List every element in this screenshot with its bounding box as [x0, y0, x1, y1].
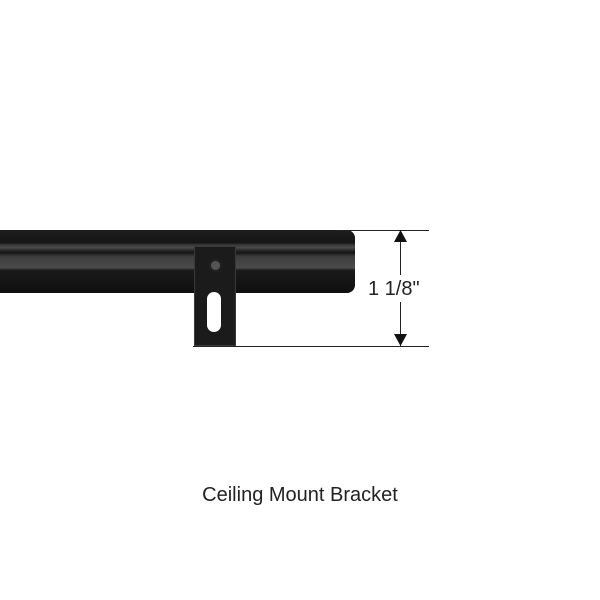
- dimension-arrow-upper: [400, 231, 401, 275]
- arrow-down-icon: [394, 334, 407, 346]
- dimension-arrow-lower: [400, 302, 401, 346]
- bracket-slot: [207, 292, 221, 332]
- dimension-top-line: [337, 230, 429, 231]
- dimension-bottom-line: [193, 346, 429, 347]
- product-caption: Ceiling Mount Bracket: [202, 484, 398, 506]
- dimension-label: 1 1/8": [368, 278, 420, 300]
- screw-icon: [209, 259, 222, 272]
- arrow-up-icon: [394, 230, 407, 242]
- ceiling-mount-bracket: [194, 246, 236, 346]
- curtain-rod: [0, 230, 355, 293]
